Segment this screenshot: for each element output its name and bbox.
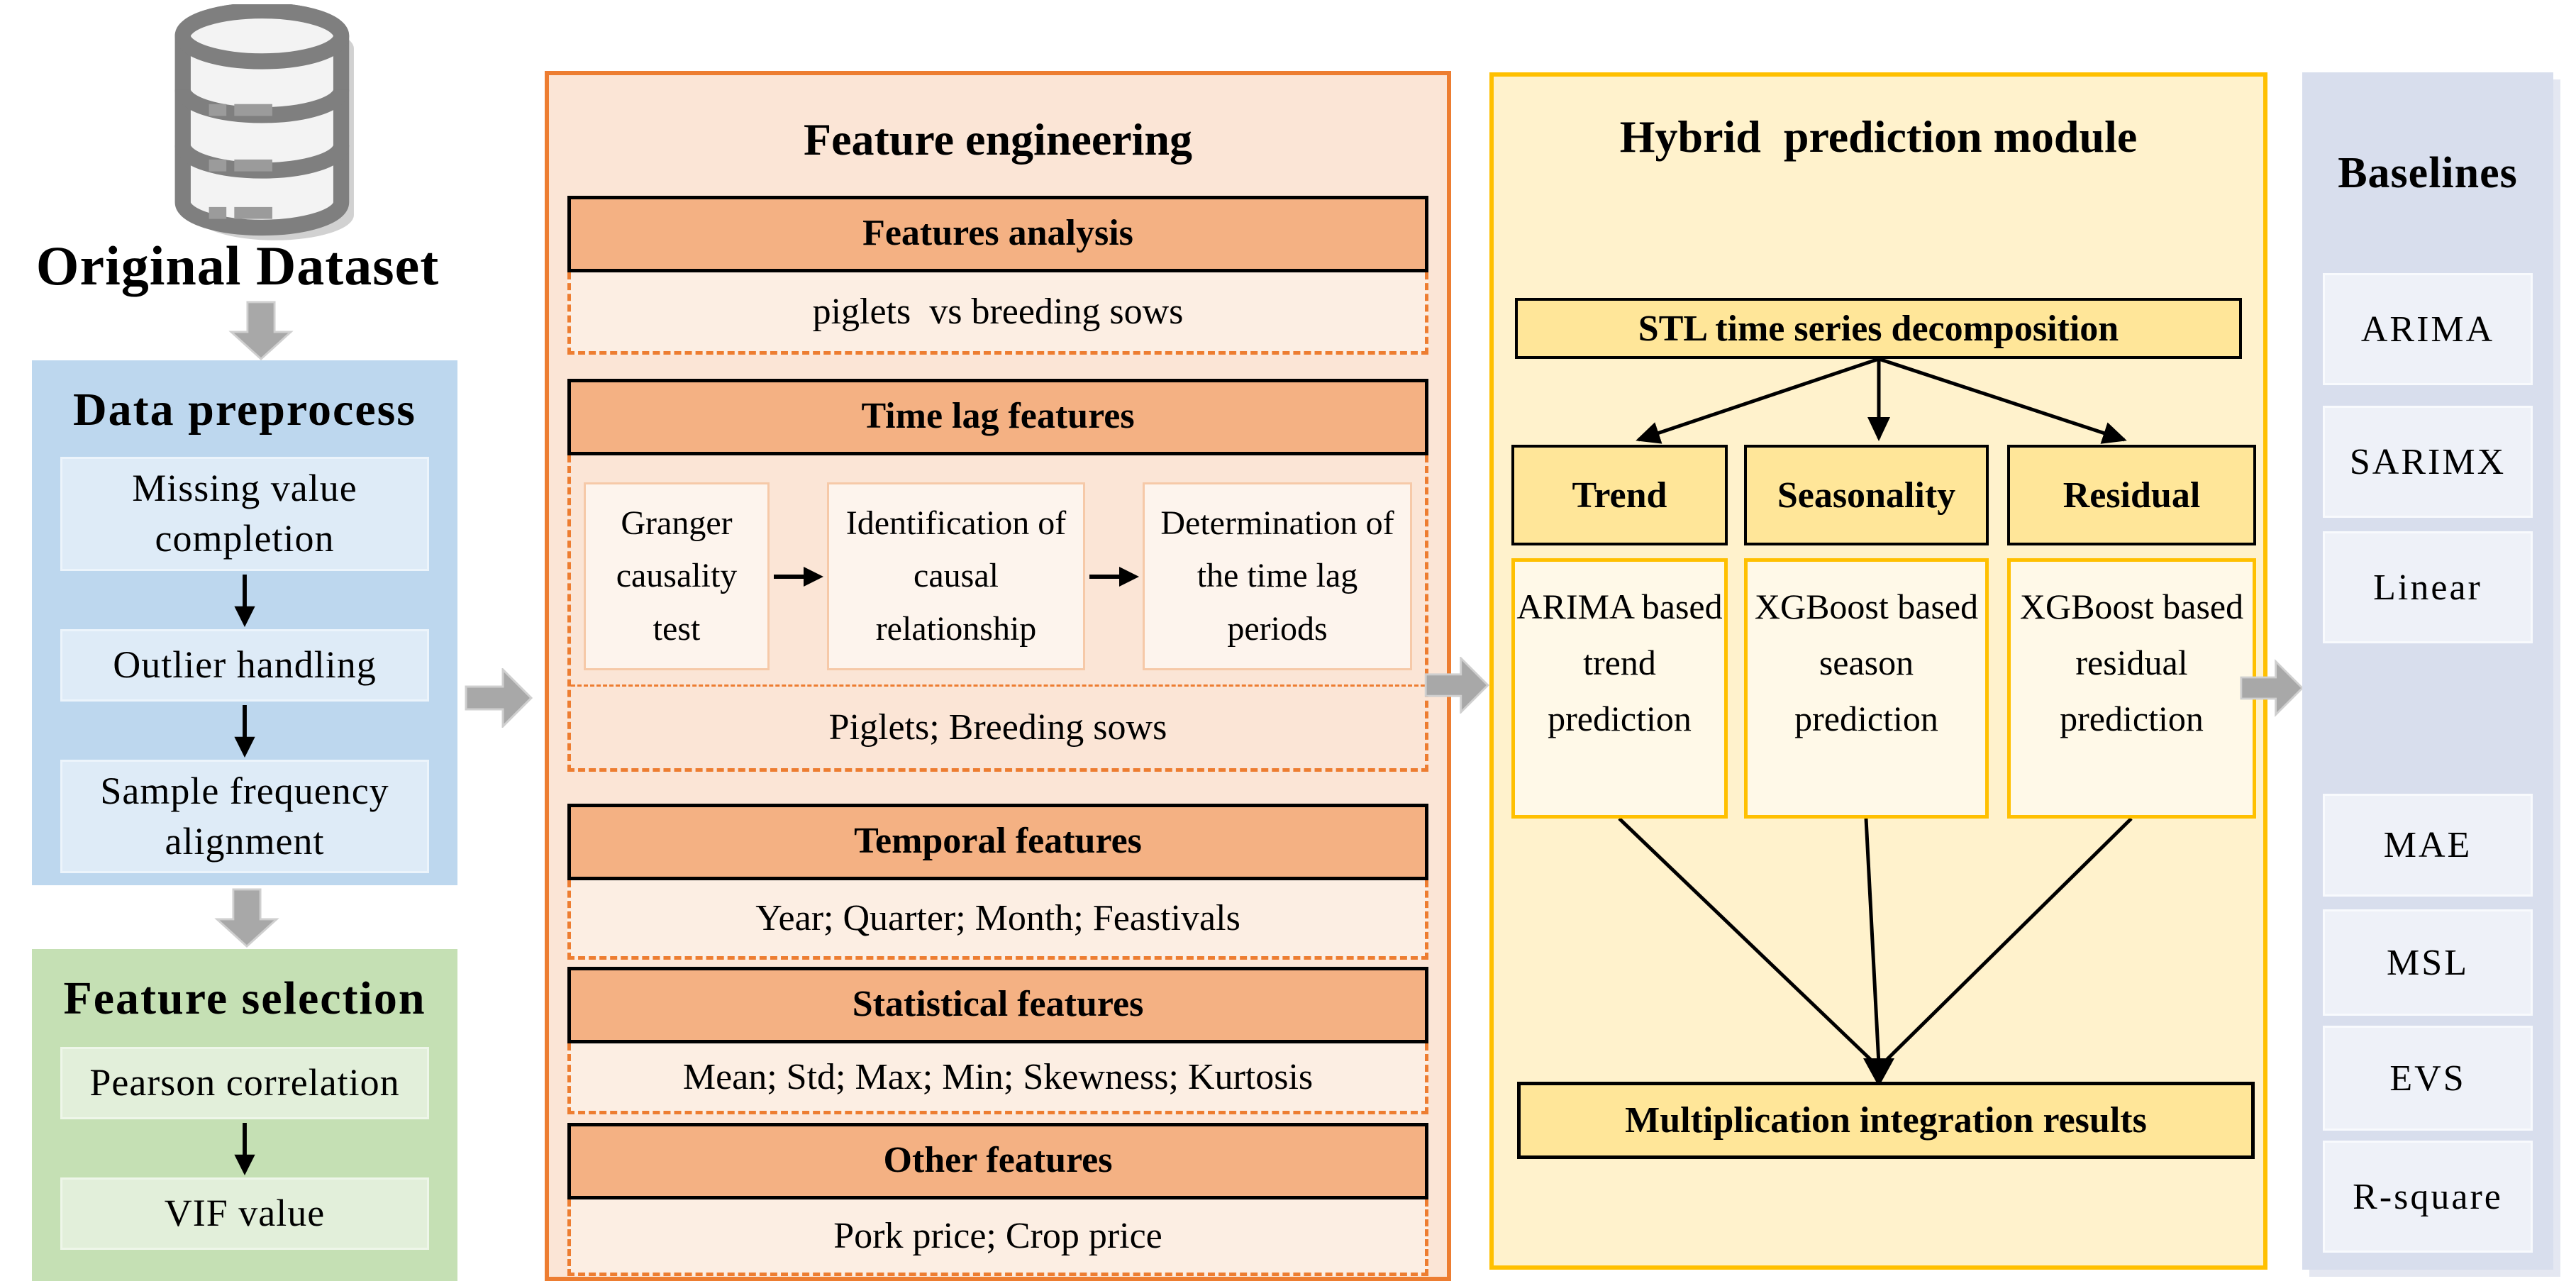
flow-arrow-icon xyxy=(214,888,279,948)
down-arrow-icon xyxy=(234,574,255,627)
step-vif-value: VIF value xyxy=(60,1177,429,1250)
baseline-arima: ARIMA xyxy=(2323,273,2533,385)
time-lag-content: Granger causality test Identification of… xyxy=(567,455,1428,772)
component-trend: Trend xyxy=(1511,445,1728,545)
group-header: Features analysis xyxy=(567,196,1428,272)
group-temporal-features: Temporal features Year; Quarter; Month; … xyxy=(567,804,1428,960)
group-detail: Mean; Std; Max; Min; Skewness; Kurtosis xyxy=(567,1043,1428,1115)
data-preprocess-panel: Data preprocess Missing value completion… xyxy=(32,360,457,885)
group-detail: Pork price; Crop price xyxy=(567,1199,1428,1277)
down-arrow-icon xyxy=(234,1122,255,1175)
prediction-season-box: XGBoost based season prediction xyxy=(1744,558,1989,819)
group-features-analysis: Features analysis piglets vs breeding so… xyxy=(567,196,1428,355)
group-header: Statistical features xyxy=(567,967,1428,1044)
step-missing-value: Missing value completion xyxy=(60,457,429,571)
flow-arrow-icon xyxy=(228,301,294,360)
baseline-sarimx: SARIMX xyxy=(2323,406,2533,518)
lag-step-granger: Granger causality test xyxy=(584,482,770,671)
metric-evs: EVS xyxy=(2323,1026,2533,1131)
data-preprocess-title: Data preprocess xyxy=(72,384,416,436)
integration-results-box: Multiplication integration results xyxy=(1517,1082,2255,1159)
group-header: Temporal features xyxy=(567,804,1428,881)
feature-selection-title: Feature selection xyxy=(63,972,426,1024)
group-header: Time lag features xyxy=(567,379,1428,455)
lag-step-determination: Determination of the time lag periods xyxy=(1143,482,1412,671)
metric-mae: MAE xyxy=(2323,794,2533,897)
feature-engineering-panel: Feature engineering Features analysis pi… xyxy=(545,71,1451,1281)
database-icon xyxy=(160,2,372,242)
metric-r-square: R-square xyxy=(2323,1141,2533,1253)
flow-arrow-icon xyxy=(465,668,533,728)
feature-engineering-title: Feature engineering xyxy=(803,114,1193,165)
right-arrow-icon xyxy=(770,564,827,589)
hybrid-prediction-panel: Hybrid prediction module STL time series… xyxy=(1489,72,2267,1270)
lag-step-identification: Identification of causal relationship xyxy=(827,482,1085,671)
prediction-residual-box: XGBoost based residual prediction xyxy=(2007,558,2256,819)
down-arrow-icon xyxy=(234,704,255,758)
metric-msl: MSL xyxy=(2323,909,2533,1016)
feature-selection-panel: Feature selection Pearson correlation VI… xyxy=(32,949,457,1281)
prediction-trend-box: ARIMA based trend prediction xyxy=(1511,558,1728,819)
hybrid-module-title: Hybrid prediction module xyxy=(1619,111,2138,162)
baselines-title: Baselines xyxy=(2338,149,2518,197)
component-residual: Residual xyxy=(2007,445,2256,545)
flow-arrow-icon xyxy=(1424,657,1489,714)
step-outlier-handling: Outlier handling xyxy=(60,628,429,702)
time-lag-steps-row: Granger causality test Identification of… xyxy=(571,455,1425,684)
group-time-lag-features: Time lag features Granger causality test… xyxy=(567,379,1428,772)
group-other-features: Other features Pork price; Crop price xyxy=(567,1123,1428,1277)
step-pearson-correlation: Pearson correlation xyxy=(60,1047,429,1119)
group-header: Other features xyxy=(567,1123,1428,1200)
step-sample-frequency: Sample frequency alignment xyxy=(60,759,429,874)
group-detail: Year; Quarter; Month; Feastivals xyxy=(567,880,1428,960)
right-arrow-icon xyxy=(1085,564,1143,589)
component-seasonality: Seasonality xyxy=(1744,445,1989,545)
baselines-panel: Baselines ARIMA SARIMX Linear MAE MSL EV… xyxy=(2302,72,2553,1270)
baseline-linear: Linear xyxy=(2323,531,2533,643)
group-statistical-features: Statistical features Mean; Std; Max; Min… xyxy=(567,967,1428,1115)
original-dataset-label: Original Dataset xyxy=(35,235,440,296)
stl-decomposition-box: STL time series decomposition xyxy=(1515,298,2242,359)
flow-arrow-icon xyxy=(2240,659,2304,717)
group-detail: Piglets; Breeding sows xyxy=(571,684,1425,768)
group-detail: piglets vs breeding sows xyxy=(567,272,1428,355)
